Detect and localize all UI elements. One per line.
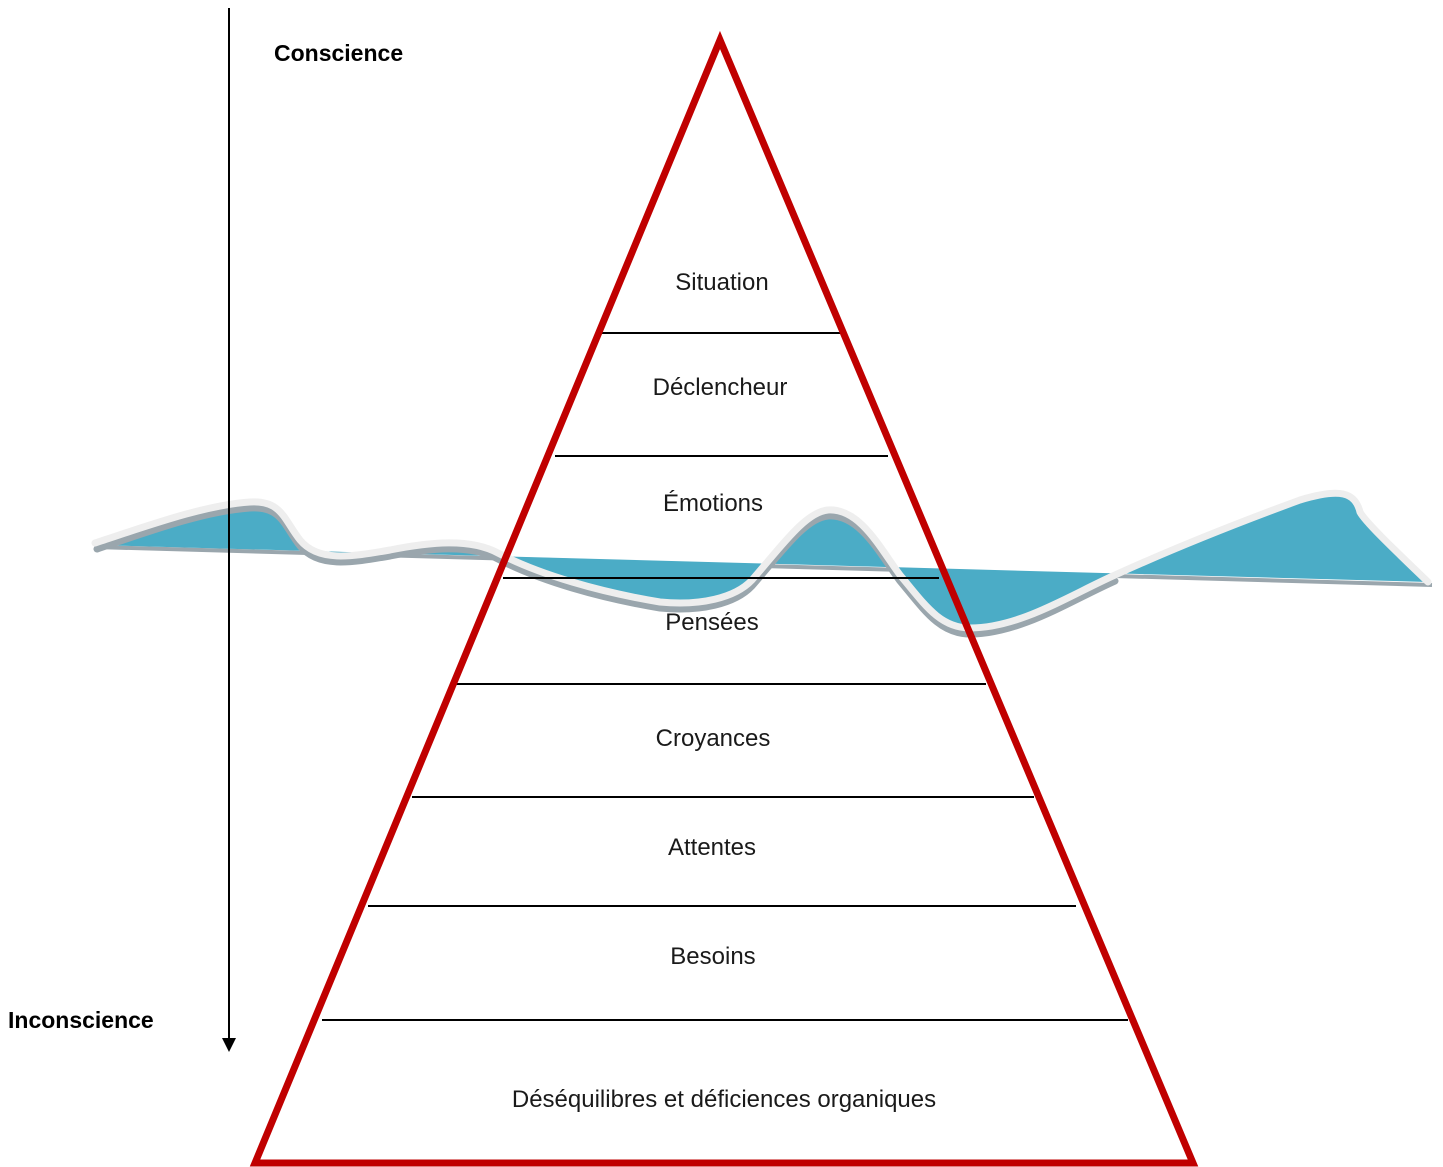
axis-bottom-label: Inconscience (8, 1007, 154, 1033)
wave-crest (91, 489, 1432, 632)
level-dividers (322, 332, 1128, 1021)
level-label-croyances: Croyances (655, 725, 771, 752)
awareness-arrow (222, 8, 236, 1052)
level-label-desequilibres: Déséquilibres et déficiences organiques (511, 1086, 937, 1113)
axis-top-label: Conscience (274, 40, 404, 66)
level-label-situation: Situation (675, 269, 769, 296)
pyramid-outline (249, 30, 1199, 1167)
arrow-head-icon (222, 1038, 236, 1052)
level-label-declencheur: Déclencheur (652, 374, 788, 401)
level-label-attentes: Attentes (667, 834, 757, 861)
level-label-emotions: Émotions (662, 490, 764, 517)
level-label-pensees: Pensées (665, 609, 759, 636)
level-label-besoins: Besoins (670, 943, 756, 970)
